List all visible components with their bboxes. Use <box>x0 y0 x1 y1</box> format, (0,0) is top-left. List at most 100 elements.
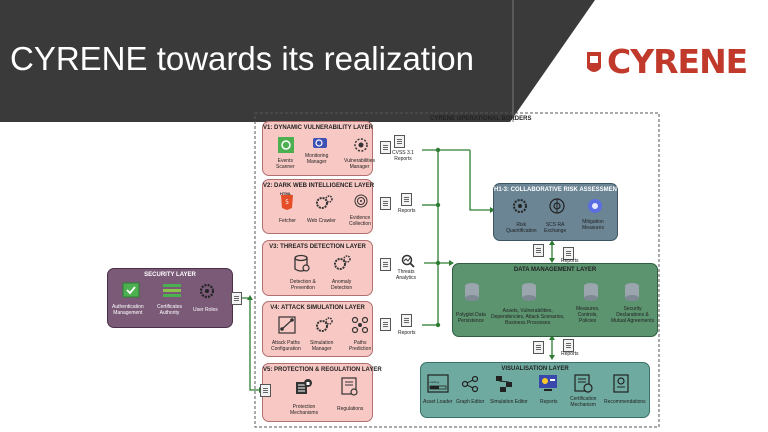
anomaly-gears-icon <box>334 255 351 270</box>
simulation-gears-icon <box>316 317 333 332</box>
reports-dashboard-icon <box>539 375 557 391</box>
simulation-editor-label: Simulation Editor <box>490 399 528 405</box>
user-roles-gear-icon <box>199 283 215 299</box>
v1-title: V1: DYNAMIC VULNERABILITY LAYER <box>263 125 374 131</box>
html5-icon: 5 <box>281 195 293 210</box>
v4-output-label: Reports <box>398 330 416 336</box>
v2-output-label: Reports <box>398 208 416 214</box>
cyrene-logo: CYRENE <box>583 42 748 82</box>
v1-report-doc-icon-2 <box>394 135 405 148</box>
threats-analytics-icon <box>401 254 415 268</box>
monitoring-manager-icon <box>313 138 327 148</box>
v2-title: V2: DARK WEB INTELLIGENCE LAYER <box>263 183 375 189</box>
detection-database-icon <box>294 254 310 272</box>
api-doc-icon-bottom <box>533 341 544 354</box>
v3-title: V3: THREATS DETECTION LAYER <box>269 244 366 250</box>
hand-shield-icon <box>587 52 601 72</box>
v4-title: V4: ATTACK SIMULATION LAYER <box>270 305 365 311</box>
vulnerabilities-manager-icon <box>354 138 368 152</box>
logo-text: CYRENE <box>607 42 748 81</box>
events-scanner-icon <box>278 137 294 153</box>
scs-ra-exchange-icon <box>549 198 565 214</box>
simulation-editor-icon <box>496 376 512 392</box>
v5-protection-regulation-layer: V5: PROTECTION & REGULATION LAYER Protec… <box>262 363 382 422</box>
v3-threats-detection-layer: V3: THREATS DETECTION LAYER Detection &P… <box>262 240 373 296</box>
measures-label: Measures,Controls,Policies <box>576 306 600 324</box>
data-mgmt-title: DATA MANAGEMENT LAYER <box>513 267 597 273</box>
h13-risk-assessment-layer: H1-3: COLLABORATIVE RISK ASSESSMENT Risk… <box>493 183 621 241</box>
fetcher-label: Fetcher <box>279 218 296 224</box>
v4-report-doc-icon-2 <box>401 314 412 327</box>
v4-attack-simulation-layer: V4: ATTACK SIMULATION LAYER Attack Paths… <box>262 301 373 357</box>
operational-borders-label: CYRENE OPERATIONAL BORDERS <box>430 116 532 122</box>
polyglot-database-icon <box>465 283 479 301</box>
visualisation-title: VISUALISATION LAYER <box>501 366 569 372</box>
h13-title: H1-3: COLLABORATIVE RISK ASSESSMENT <box>494 187 621 193</box>
user-roles-label: User Roles <box>193 307 218 313</box>
title-banner <box>0 0 595 122</box>
loading-text: Loading... <box>428 380 442 384</box>
paths-prediction-icon <box>351 316 369 334</box>
v5-title: V5: PROTECTION & REGULATION LAYER <box>263 367 382 373</box>
web-crawler-label: Web Crawler <box>307 218 336 224</box>
detection-prevention-label: Detection &Prevention <box>290 279 316 291</box>
v2-report-doc-icon-2 <box>401 193 412 206</box>
measures-database-icon <box>584 283 598 301</box>
web-crawler-gear-icon <box>316 195 333 209</box>
graph-editor-icon <box>461 375 479 393</box>
v2-dark-web-layer: V2: DARK WEB INTELLIGENCE LAYER 5 HTML F… <box>262 179 375 234</box>
html-tag-label: HTML <box>280 191 292 196</box>
regulations-certificate-icon <box>341 377 358 396</box>
mitigation-measures-icon <box>588 199 602 213</box>
authentication-icon <box>122 282 140 298</box>
security-title: SECURITY LAYER <box>144 272 196 278</box>
recommendations-label: Recommendations <box>604 399 646 405</box>
reports-bottom-label: Reports <box>561 351 579 357</box>
protection-mechanisms-icon <box>296 379 312 394</box>
security-declarations-database-icon <box>625 283 639 301</box>
reports-doc-icon-bottom <box>563 339 574 352</box>
asset-loader-icon <box>427 374 449 393</box>
certification-mechanism-icon <box>574 374 593 393</box>
reports-top-label: Reports <box>561 258 579 264</box>
v5-doc-icon <box>260 384 271 397</box>
attack-paths-icon <box>278 316 296 334</box>
svg-text:5: 5 <box>285 199 289 206</box>
assets-database-icon <box>522 283 536 301</box>
visualisation-layer: VISUALISATION LAYER Loading... Asset Loa… <box>420 362 650 418</box>
v4-report-doc-icon <box>380 318 391 331</box>
recommendations-icon <box>613 374 629 393</box>
v1-report-doc-icon <box>380 141 391 154</box>
assets-label: Assets, Vulnerabilities,Dependencies, At… <box>491 308 565 326</box>
reports-label: Reports <box>540 399 558 405</box>
slide-title: CYRENE towards its realization <box>10 40 474 77</box>
asset-loader-label: Asset Loader <box>423 399 453 405</box>
api-doc-icon-top <box>533 244 544 257</box>
reports-doc-icon-top <box>563 247 574 260</box>
evidence-fingerprint-icon <box>354 194 368 208</box>
risk-quantification-icon <box>513 199 527 213</box>
graph-editor-label: Graph Editor <box>456 399 485 405</box>
